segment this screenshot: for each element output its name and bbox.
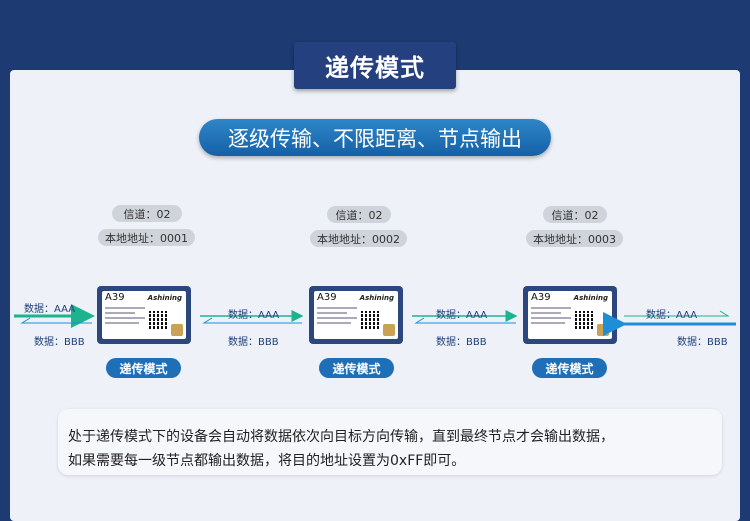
bbb-arrow-2-1: [202, 317, 302, 324]
antenna-pad-icon: [383, 324, 395, 336]
antenna-pad-icon: [171, 324, 183, 336]
flow-label-bbb: 数据：BBB: [228, 337, 279, 348]
aaa-arrow-out: [624, 310, 730, 317]
module-3: A39 Ashining: [523, 286, 617, 344]
flow-label-aaa: 数据：AAA: [228, 310, 280, 321]
flow-label-aaa: 数据：AAA: [24, 304, 76, 315]
mode-tag-1: 递传模式: [106, 358, 181, 378]
mode-tag-3: 递传模式: [532, 358, 607, 378]
subtitle-banner: 逐级传输、不限距离、节点输出: [199, 119, 551, 156]
module-brand-1: Ashining: [147, 294, 182, 302]
channel-pill-3: 信道：02: [543, 206, 607, 223]
flow-label-aaa: 数据：AAA: [436, 310, 488, 321]
module-model-2: A39: [317, 292, 337, 303]
address-pill-3: 本地地址：0003: [526, 230, 623, 247]
flow-label-bbb: 数据：BBB: [34, 337, 85, 348]
module-model-1: A39: [105, 292, 125, 303]
flow-label-bbb: 数据：BBB: [436, 337, 487, 348]
description-line-1: 处于递传模式下的设备会自动将数据依次向目标方向传输，直到最终节点才会输出数据，: [68, 429, 614, 445]
description-box: 处于递传模式下的设备会自动将数据依次向目标方向传输，直到最终节点才会输出数据， …: [58, 409, 722, 475]
description-line-2: 如果需要每一级节点都输出数据，将目的地址设置为0xFF即可。: [68, 453, 466, 469]
bbb-arrow-3-2: [414, 317, 516, 324]
mode-tag-2: 递传模式: [319, 358, 394, 378]
address-pill-1: 本地地址：0001: [98, 229, 195, 246]
module-1: A39 Ashining: [97, 286, 191, 344]
module-2: A39 Ashining: [309, 286, 403, 344]
flow-label-bbb: 数据：BBB: [677, 337, 728, 348]
channel-pill-2: 信道：02: [327, 206, 391, 223]
bbb-arrow-out: [20, 317, 92, 324]
flow-label-aaa: 数据：AAA: [646, 310, 698, 321]
module-model-3: A39: [531, 292, 551, 303]
channel-pill-1: 信道：02: [112, 205, 182, 222]
address-pill-2: 本地地址：0002: [310, 230, 407, 247]
module-brand-3: Ashining: [573, 294, 608, 302]
page-title: 递传模式: [294, 42, 456, 89]
module-brand-2: Ashining: [359, 294, 394, 302]
